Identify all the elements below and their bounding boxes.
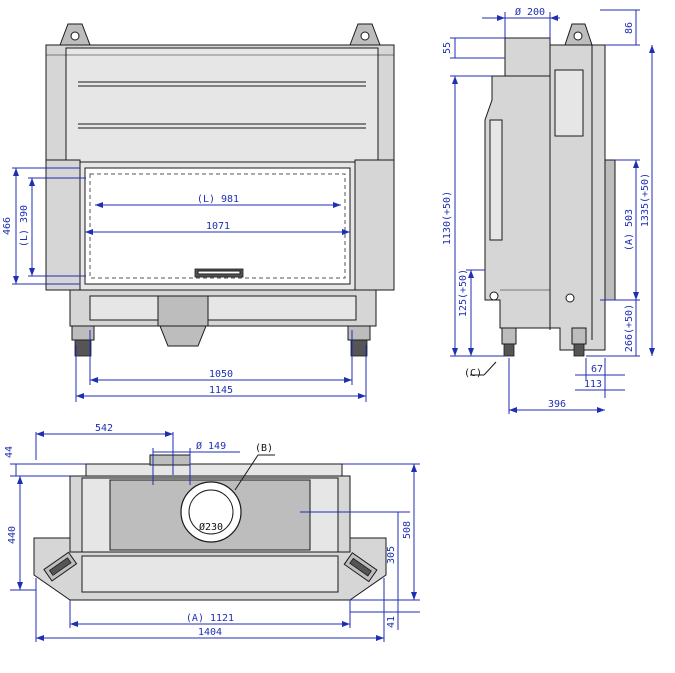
top-view: Ø230 542 Ø 149 (B) 44 440 508 (4, 423, 420, 642)
flue-label: Ø230 (199, 521, 223, 533)
dim-flue-offset: 542 (95, 423, 113, 434)
front-left-column (45, 159, 81, 291)
dim-height-total: 466 (2, 217, 13, 235)
callout-c: (C) (464, 368, 482, 379)
dim-glass-width: 1071 (206, 221, 230, 232)
dim-top-right: 86 (624, 22, 635, 34)
front-feet (71, 325, 371, 357)
glass-outline (89, 173, 346, 279)
dim-flue-diameter: Ø 200 (515, 6, 545, 18)
dim-depth-a: 67 (591, 364, 603, 375)
dim-top-depth: 44 (4, 446, 15, 458)
dim-top-offset: 55 (442, 42, 453, 54)
front-view: (L) 981 1071 466 (L) 390 1050 1145 (2, 23, 395, 402)
dim-height-inner: (L) 390 (19, 205, 30, 247)
side-view: Ø 200 55 1130(+50) 125(+50) (C) 86 1335(… (442, 6, 655, 414)
dim-depth-total: 396 (548, 399, 566, 410)
dim-air-inlet: (A) 503 (624, 209, 635, 251)
dim-depth-508: 508 (402, 521, 413, 539)
dim-base-inner: 1050 (209, 369, 233, 380)
callout-b: (B) (255, 443, 273, 454)
dim-width-1404: 1404 (198, 627, 222, 638)
dim-width-1121: (A) 1121 (186, 613, 234, 624)
flue-outlet (180, 481, 242, 543)
air-box (157, 295, 209, 327)
dim-depth-440: 440 (7, 526, 18, 544)
dim-flue-149: Ø 149 (196, 440, 226, 452)
dim-depth-305: 305 (386, 546, 397, 564)
flue-collar (504, 37, 551, 77)
dim-depth-41: 41 (386, 616, 397, 628)
dim-foot-height: 266(+50) (624, 304, 635, 352)
side-body (484, 44, 606, 351)
front-right-column (354, 159, 395, 291)
dim-inner-width: (L) 981 (197, 194, 239, 205)
dim-base-outer: 1145 (209, 385, 233, 396)
dim-depth-b: 113 (584, 379, 602, 390)
dim-height-rear: 1335(+50) (640, 173, 651, 227)
dim-height-front: 1130(+50) (442, 191, 453, 245)
dim-foot-adjust: 125(+50) (458, 269, 469, 317)
